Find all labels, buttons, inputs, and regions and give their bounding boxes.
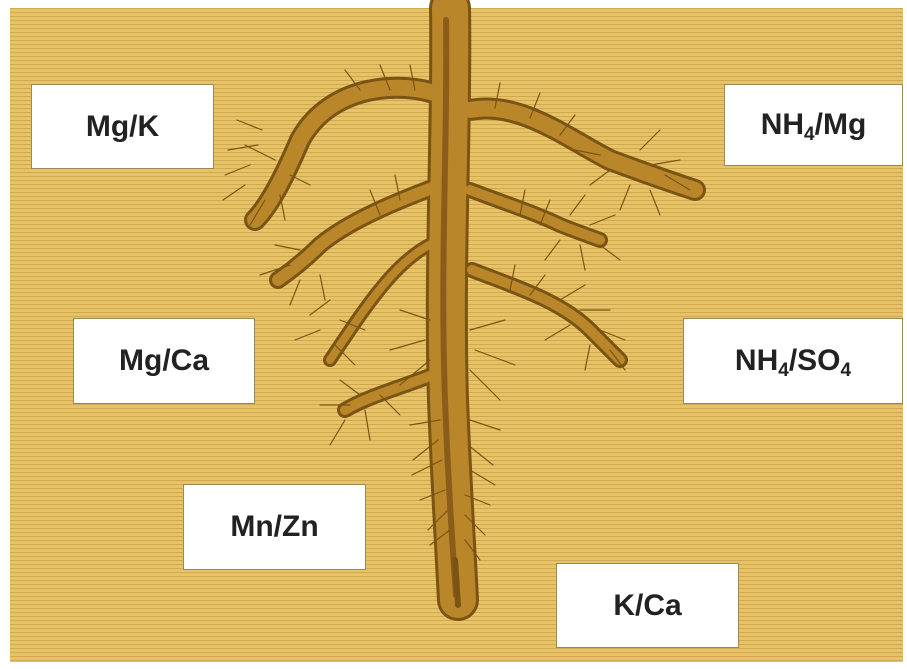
ratio-box-mg-ca: Mg/Ca xyxy=(73,318,255,404)
ratio-box-k-ca: K/Ca xyxy=(556,563,739,648)
ratio-label-nh4-mg: NH4/Mg xyxy=(761,108,867,142)
ratio-box-nh4-so4: NH4/SO4 xyxy=(683,318,903,404)
ratio-label-k-ca: K/Ca xyxy=(613,589,681,623)
ratio-box-mg-k: Mg/K xyxy=(31,84,214,169)
ratio-box-nh4-mg: NH4/Mg xyxy=(724,84,903,166)
ratio-label-nh4-so4: NH4/SO4 xyxy=(735,344,851,378)
ratio-label-mn-zn: Mn/Zn xyxy=(230,510,318,544)
ratio-label-mg-k: Mg/K xyxy=(86,110,159,144)
taproot-tip xyxy=(455,560,458,605)
ratio-box-mn-zn: Mn/Zn xyxy=(183,484,366,570)
ratio-label-mg-ca: Mg/Ca xyxy=(119,344,209,378)
